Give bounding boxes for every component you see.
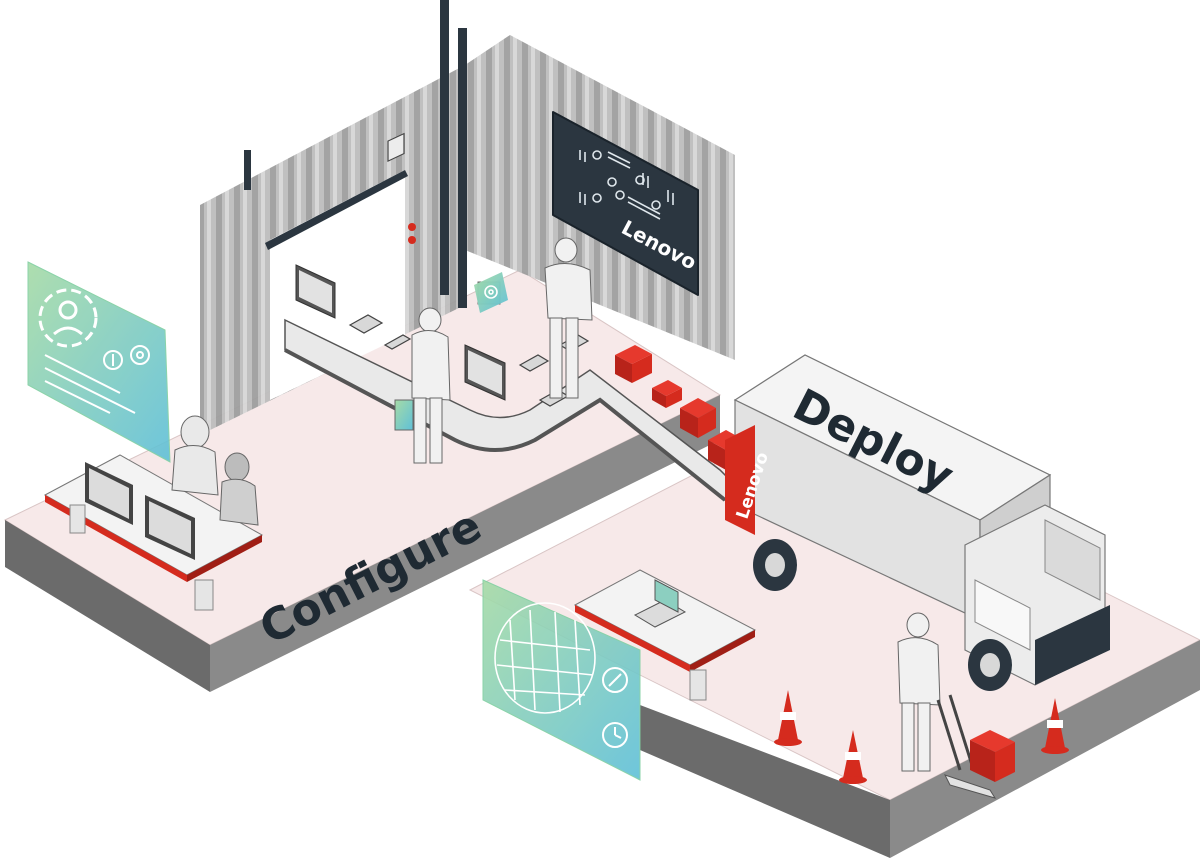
seated-workers [171, 415, 259, 526]
truck-wheels [753, 539, 1012, 691]
support-poles [244, 0, 467, 308]
delivery-truck: Lenovo Deploy [725, 354, 1110, 691]
globe-grid-icon [494, 602, 596, 714]
hologram-panel-small [474, 272, 508, 313]
hologram-panel-user [27, 261, 171, 463]
standing-worker-center [394, 307, 451, 464]
deploy-desk [573, 569, 757, 701]
gear-icon [130, 345, 150, 365]
lenovo-dashboard-sign: Lenovo [552, 111, 701, 296]
settings-cog-icon [484, 285, 498, 299]
standing-worker-truck [897, 612, 941, 772]
traffic-cones [774, 690, 1069, 784]
hand-truck [936, 694, 1015, 799]
doorway-beam [265, 170, 416, 250]
workstation-desk [43, 454, 264, 611]
edit-pen-icon [602, 667, 628, 693]
standing-worker-top [477, 237, 593, 399]
hologram-panel-globe [482, 579, 641, 781]
timer-icon [602, 722, 628, 748]
lock-icon [103, 350, 123, 370]
user-shield-icon [38, 288, 98, 348]
conveyor-monitors [295, 264, 506, 401]
